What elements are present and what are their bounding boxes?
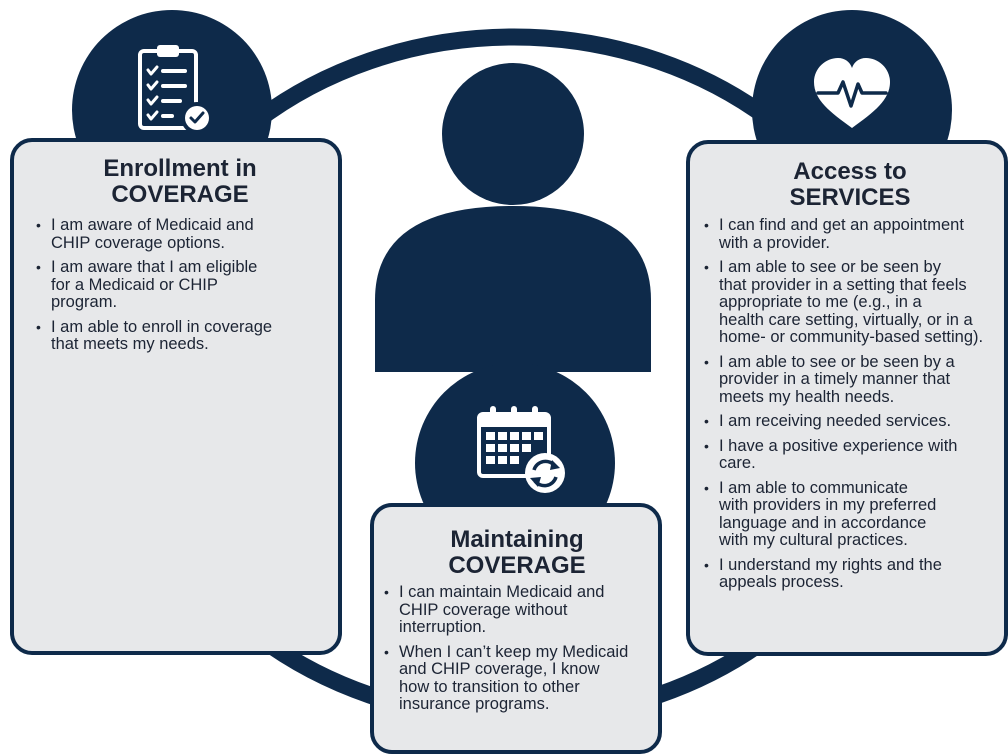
heart-pulse-icon xyxy=(814,58,890,128)
clipboard-checklist-icon xyxy=(138,45,213,134)
access-title: Access to SERVICES xyxy=(789,158,911,211)
enrollment-list: I am aware of Medicaid and CHIP coverage… xyxy=(36,216,324,354)
list-item: I understand my rights and the appeals p… xyxy=(704,556,996,592)
enrollment-title: Enrollment in COVERAGE xyxy=(103,155,257,208)
list-item: I am receiving needed services. xyxy=(704,412,996,431)
list-item: I can find and get an appointment with a… xyxy=(704,216,996,252)
list-item: I am able to communicate with providers … xyxy=(704,479,996,550)
maintaining-panel: Maintaining COVERAGE I can maintain Medi… xyxy=(370,503,662,754)
enrollment-panel: Enrollment in COVERAGE I am aware of Med… xyxy=(10,138,342,655)
list-item: I am able to see or be seen by that prov… xyxy=(704,258,996,347)
list-item: I am able to see or be seen by a provide… xyxy=(704,353,996,407)
access-list: I can find and get an appointment with a… xyxy=(704,216,996,592)
access-panel: Access to SERVICES I can find and get an… xyxy=(686,140,1008,656)
list-item: I am aware of Medicaid and CHIP coverage… xyxy=(36,216,324,252)
list-item: I can maintain Medicaid and CHIP coverag… xyxy=(384,583,650,637)
maintaining-list: I can maintain Medicaid and CHIP coverag… xyxy=(384,583,650,714)
list-item: I am able to enroll in coverage that mee… xyxy=(36,318,324,354)
list-item: When I can’t keep my Medicaid and CHIP c… xyxy=(384,643,650,714)
calendar-renew-icon xyxy=(477,406,565,493)
maintaining-title: Maintaining COVERAGE xyxy=(448,526,586,579)
list-item: I have a positive experience with care. xyxy=(704,437,996,473)
list-item: I am aware that I am eligible for a Medi… xyxy=(36,258,324,312)
person-icon xyxy=(375,63,651,372)
